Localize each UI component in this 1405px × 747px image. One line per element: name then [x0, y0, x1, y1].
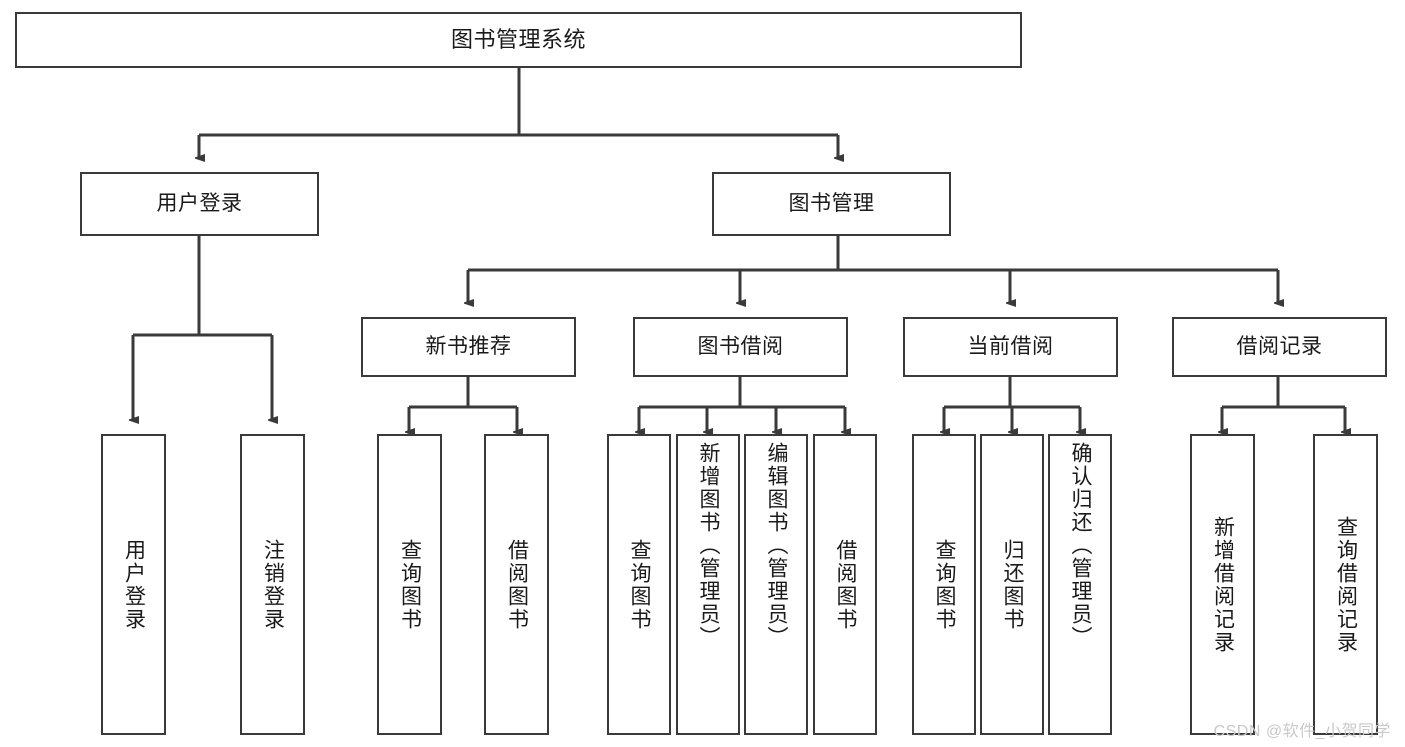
node-current-borrow[interactable]: 当前借阅 — [903, 317, 1118, 377]
leaf-borrow-book-1[interactable]: 借阅图书 — [484, 434, 549, 735]
leaf-add-book-label: 新增图书（管理员） — [697, 442, 721, 649]
leaf-add-borrow-record[interactable]: 新增借阅记录 — [1190, 434, 1255, 735]
leaf-query-borrow-record[interactable]: 查询借阅记录 — [1313, 434, 1378, 735]
leaf-borrow-book-2[interactable]: 借阅图书 — [813, 434, 877, 735]
node-book-management-label: 图书管理 — [788, 192, 875, 216]
leaf-query-book-3-label: 查询图书 — [933, 538, 957, 631]
leaf-query-book-2-label: 查询图书 — [628, 538, 652, 631]
leaf-add-book[interactable]: 新增图书（管理员） — [676, 434, 740, 735]
node-new-book-recommend[interactable]: 新书推荐 — [361, 317, 576, 377]
leaf-return-book-label: 归还图书 — [1001, 538, 1025, 631]
leaf-user-login-label: 用户登录 — [122, 538, 146, 631]
leaf-borrow-book-1-label: 借阅图书 — [505, 538, 529, 631]
leaf-query-book-1-label: 查询图书 — [398, 538, 422, 631]
node-borrow-record[interactable]: 借阅记录 — [1172, 317, 1387, 377]
node-book-borrow-label: 图书借阅 — [697, 335, 784, 359]
leaf-logout-label: 注销登录 — [261, 538, 285, 631]
leaf-query-borrow-record-label: 查询借阅记录 — [1334, 515, 1358, 654]
leaf-logout[interactable]: 注销登录 — [240, 434, 305, 735]
node-book-management[interactable]: 图书管理 — [712, 172, 951, 236]
leaf-query-book-1[interactable]: 查询图书 — [377, 434, 442, 735]
leaf-borrow-book-2-label: 借阅图书 — [834, 538, 858, 631]
leaf-query-book-2[interactable]: 查询图书 — [607, 434, 671, 735]
leaf-confirm-return[interactable]: 确认归还（管理员） — [1048, 434, 1112, 735]
node-borrow-record-label: 借阅记录 — [1236, 335, 1323, 359]
leaf-confirm-return-label: 确认归还（管理员） — [1069, 442, 1093, 649]
leaf-return-book[interactable]: 归还图书 — [980, 434, 1044, 735]
node-current-borrow-label: 当前借阅 — [967, 335, 1054, 359]
csdn-watermark: CSDN @软件_小贺同学 — [1213, 723, 1391, 740]
node-new-book-recommend-label: 新书推荐 — [425, 335, 512, 359]
leaf-user-login[interactable]: 用户登录 — [101, 434, 166, 735]
node-user-login-label: 用户登录 — [156, 192, 243, 216]
node-root[interactable]: 图书管理系统 — [15, 12, 1022, 68]
leaf-edit-book[interactable]: 编辑图书（管理员） — [744, 434, 808, 735]
leaf-add-borrow-record-label: 新增借阅记录 — [1211, 515, 1235, 654]
leaf-query-book-3[interactable]: 查询图书 — [912, 434, 976, 735]
node-book-borrow[interactable]: 图书借阅 — [633, 317, 848, 377]
node-user-login[interactable]: 用户登录 — [80, 172, 319, 236]
leaf-edit-book-label: 编辑图书（管理员） — [765, 442, 789, 649]
node-root-label: 图书管理系统 — [450, 26, 586, 52]
